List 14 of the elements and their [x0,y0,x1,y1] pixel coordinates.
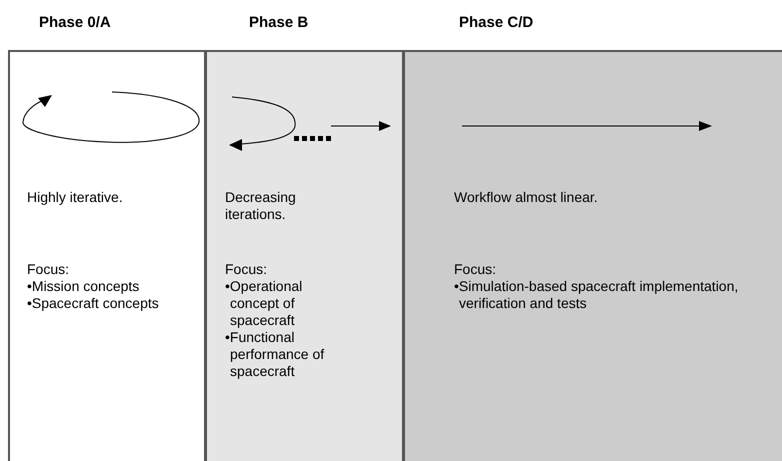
phase-heading: Phase 0/A [39,13,111,33]
focus-item: •Functional performance of spacecraft [225,329,326,380]
focus-item: •Spacecraft concepts [27,295,160,312]
focus-item: •Simulation-based spacecraft implementation, verification and tests [454,278,740,312]
description-text: Workflow almost linear. [454,189,599,206]
description-text: Decreasing iterations. [225,189,297,223]
description-text: Highly iterative. [27,189,124,206]
focus-item: •Operational concept of spacecraft [225,278,304,329]
focus-heading: Focus: [225,261,268,278]
focus-heading: Focus: [454,261,498,278]
focus-heading: Focus: [27,261,70,278]
phase-heading: Phase B [249,13,308,33]
phase-heading: Phase C/D [459,13,534,33]
focus-item: •Mission concepts [27,278,140,295]
